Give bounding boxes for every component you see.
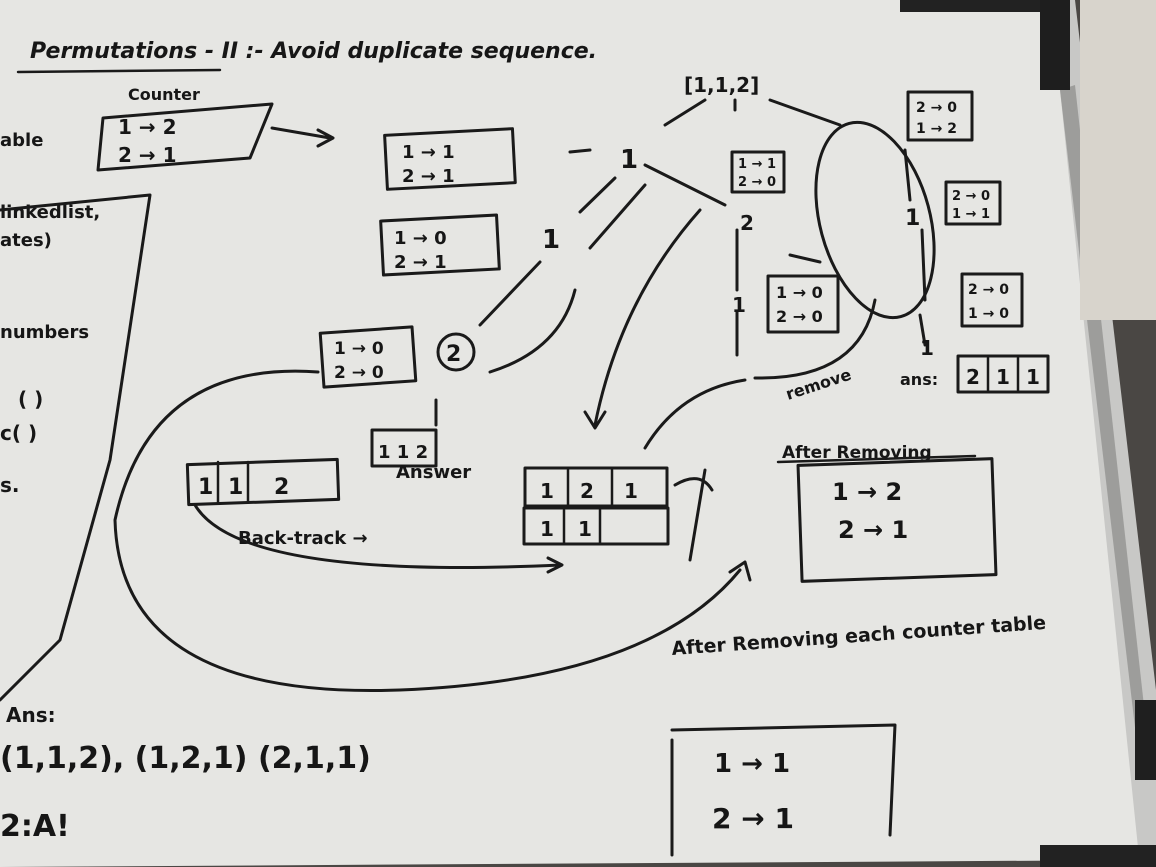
ans-prefix: ans: — [900, 370, 938, 389]
counter-table-6-row-2: 1 → 2 — [916, 121, 957, 137]
root-node: [1,1,2] — [684, 73, 759, 97]
counter-table-5-row-2: 2 → 0 — [776, 307, 823, 326]
edge-fragment-4: numbers — [0, 322, 89, 343]
ans-array-cell-1: 2 — [966, 365, 980, 389]
backtrack-label: Back-track → — [238, 528, 368, 549]
tree-to-array-arrow — [583, 208, 702, 430]
edge-fragment-7: s. — [0, 473, 20, 497]
work-array-arrows — [673, 468, 714, 562]
wall — [1080, 0, 1156, 320]
tree-node-level1-right: 1 — [905, 206, 920, 231]
counter-table-4-row-2: 2 → 0 — [738, 175, 776, 190]
final-table-row-1: 1 → 1 — [714, 749, 790, 779]
tree-edges-3 — [434, 288, 577, 427]
answer-badge: 1 1 2 — [378, 442, 428, 463]
counter-table-7-row-1: 2 → 0 — [952, 189, 990, 204]
backtrack-arrow — [193, 503, 564, 574]
counter-table-6-border — [906, 90, 974, 142]
edge-fragment-6: c( ) — [0, 421, 37, 445]
counter-table-5-row-1: 1 → 0 — [776, 283, 823, 302]
counter-table-0-border — [96, 102, 274, 172]
tree-edges-2 — [478, 183, 647, 327]
counter-table-8-row-1: 2 → 0 — [968, 282, 1009, 298]
answer-list-label: Ans: — [6, 703, 56, 727]
tree-node-level2-mid: 1 — [732, 293, 746, 317]
counter-table-3-border — [318, 325, 418, 389]
counter-table-2-row-1: 1 → 0 — [394, 228, 447, 249]
answer-list: (1,1,2), (1,2,1) (2,1,1) — [0, 741, 371, 776]
counter-table-8-row-2: 1 → 0 — [968, 306, 1009, 322]
counter-arrow — [270, 126, 335, 148]
counter-table-0-row-1: 1 → 2 — [118, 115, 177, 139]
edge-fragment-3: ates) — [0, 230, 52, 251]
frame-clip-right — [1040, 0, 1070, 90]
tree-edges-1 — [568, 148, 727, 214]
final-table-border — [670, 723, 897, 857]
ans-array-cell-3: 1 — [1026, 365, 1040, 389]
final-table-row-2: 2 → 1 — [712, 802, 794, 835]
after-removing-row-2: 2 → 1 — [838, 516, 908, 544]
tree-node-level1-left: 1 — [620, 145, 638, 175]
after-removing-underline — [776, 454, 977, 464]
answer-badge-border — [370, 428, 438, 468]
counter-table-0-row-2: 2 → 1 — [118, 143, 177, 167]
answer-array-cell-3: 2 — [274, 475, 289, 500]
big-return-arrow — [113, 369, 752, 693]
ans-array-cell-2: 1 — [996, 365, 1010, 389]
counter-table-6-row-1: 2 → 0 — [916, 100, 957, 116]
after-removing-row-1: 1 → 2 — [832, 478, 902, 506]
counter-table-3-row-2: 2 → 0 — [334, 363, 384, 383]
left-panel-border — [0, 193, 152, 702]
footer-mark: 2:A! — [0, 809, 70, 844]
work-array-top-border — [523, 466, 669, 508]
counter-table-3-row-1: 1 → 0 — [334, 339, 384, 359]
tree-node-level2-right: 1 — [920, 336, 934, 360]
counter-table-4-border — [730, 150, 786, 194]
answer-label: Answer — [396, 462, 471, 483]
work-array-bottom-border — [522, 506, 670, 546]
right-branch-loop — [814, 120, 936, 320]
counter-table-8-border — [960, 272, 1024, 328]
counter-table-5-border — [766, 274, 840, 334]
work-array-bottom-cell-1: 1 — [540, 517, 554, 541]
counter-table-7-row-2: 1 → 1 — [952, 207, 990, 222]
edge-fragment-1: able — [0, 130, 43, 151]
root-branches — [663, 98, 842, 127]
tree-node-level2-left: 1 — [542, 225, 560, 255]
counter-table-4-row-1: 1 → 1 — [738, 157, 776, 172]
work-array-bottom-cell-2: 1 — [578, 517, 592, 541]
tree-node-leaf: 2 — [446, 342, 461, 367]
answer-array-cell-2: 1 — [228, 475, 243, 500]
tree-node-level1-mid: 2 — [740, 211, 754, 235]
counter-table-1-row-1: 1 → 1 — [402, 142, 455, 163]
ans-array-border — [956, 354, 1050, 394]
work-array-top-cell-3: 1 — [624, 479, 638, 503]
answer-array-cell-1: 1 — [198, 475, 213, 500]
work-array-top-cell-2: 2 — [580, 479, 594, 503]
counter-table-1-border — [383, 127, 517, 191]
counter-label: Counter — [128, 85, 200, 104]
title-underline — [16, 68, 222, 74]
remove-curve — [753, 253, 877, 380]
frame-clip-bottom — [1135, 700, 1156, 780]
work-array-top-cell-1: 1 — [540, 479, 554, 503]
frame-clip-corner — [1040, 845, 1156, 867]
frame-clip-top — [900, 0, 1056, 12]
edge-fragment-5: ( ) — [18, 387, 43, 411]
counter-table-7-border — [944, 180, 1002, 226]
title-text: Permutations - II :- Avoid duplicate seq… — [30, 39, 597, 64]
after-removing-table-border — [796, 457, 998, 583]
counter-table-1-row-2: 2 → 1 — [402, 166, 455, 187]
mid-to-array-arrow — [643, 378, 747, 450]
answer-array-border — [185, 457, 341, 507]
counter-table-2-row-2: 2 → 1 — [394, 252, 447, 273]
counter-table-2-border — [379, 213, 501, 277]
tree-node-leaf-circle — [436, 332, 476, 372]
